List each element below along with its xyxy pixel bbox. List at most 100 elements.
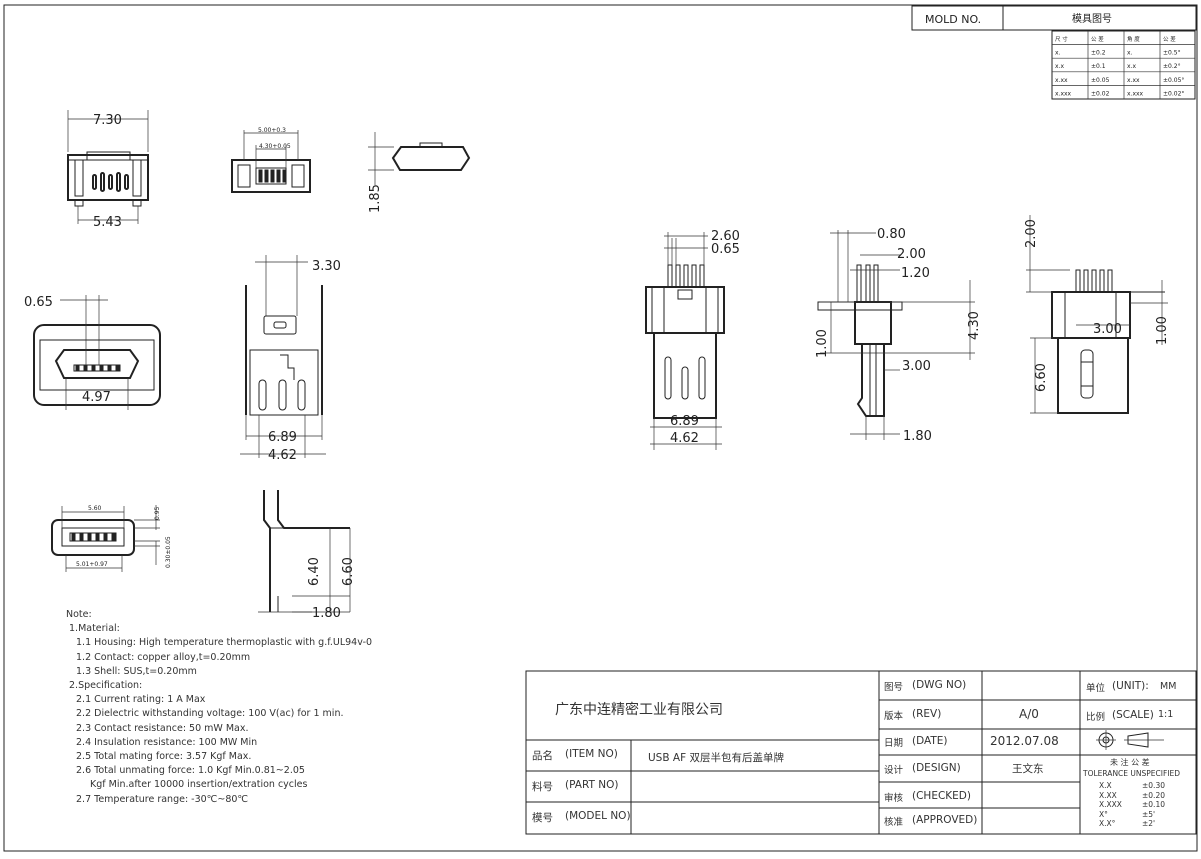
dim-4-30: 4.30 (967, 311, 982, 340)
rev-label-en: (REV) (912, 708, 942, 720)
dim-6-60-left: 6.60 (341, 557, 356, 586)
approved-label-cn: 核准 (884, 817, 904, 828)
dim-1-00-mid: 1.00 (815, 329, 830, 358)
note-line: 2.3 Contact resistance: 50 mW Max. (76, 722, 249, 734)
view-receptacle-front: 0.65 4.97 (24, 295, 161, 410)
note-line: 2.Specification: (69, 680, 143, 692)
dim-6-60-right: 6.60 (1034, 363, 1049, 392)
tolerance-cell: x.xx (1055, 77, 1068, 84)
tolerance-cell: 尺 寸 (1055, 35, 1068, 43)
dim-1-20: 1.20 (901, 266, 930, 281)
tolerance-cell: ±0.2 (1091, 50, 1106, 57)
dim-6-40: 6.40 (307, 557, 322, 586)
dim-0-65-mid: 0.65 (711, 242, 740, 257)
note-line: 2.7 Temperature range: -30℃~80℃ (76, 793, 249, 805)
dim-6-89-mid: 6.89 (670, 414, 699, 429)
design-label-cn: 设计 (884, 765, 904, 776)
dim-7-30: 7.30 (93, 113, 122, 128)
view-plug-middle: 2.60 0.65 6.89 4.62 (645, 229, 740, 450)
note-line: 1.1 Housing: High temperature thermoplas… (76, 637, 373, 649)
projection-cone-icon (1127, 732, 1149, 748)
design-label-en: (DESIGN) (912, 762, 961, 774)
dim-5-43: 5.43 (93, 215, 122, 230)
tolerance-cell: ±0.02 (1091, 90, 1110, 97)
note-line: 1.Material: (69, 623, 120, 635)
view-plug-body: 3.30 6.89 4.62 (240, 255, 341, 463)
tolerance-key: X.X (1099, 781, 1112, 790)
scale-label-en: (SCALE) (1112, 709, 1154, 721)
model-no-label-cn: 模号 (532, 812, 553, 824)
dim-small-top1: 5.00+0.3 (258, 127, 286, 134)
rev-label-cn: 版本 (884, 711, 904, 722)
title-block (525, 670, 1197, 835)
item-no-value: USB AF 双层半包有后盖单牌 (648, 752, 784, 764)
tolerance-cell: ±0.05° (1163, 77, 1184, 84)
dim-1-00-right: 1.00 (1155, 316, 1170, 345)
item-no-label-en: (ITEM NO) (565, 748, 618, 760)
tolerance-key: X.X° (1099, 819, 1116, 829)
unit-label-cn: 单位 (1086, 683, 1106, 694)
unit-label-en: (UNIT): (1112, 680, 1149, 692)
dim-0-80: 0.80 (877, 227, 906, 242)
dim-4-62-left: 4.62 (268, 448, 297, 463)
dim-small-top2: 4.30+0.05 (259, 143, 291, 150)
scale-label-cn: 比例 (1086, 712, 1106, 723)
dim-4-62-mid: 4.62 (670, 431, 699, 446)
view-receptacle-small: 5.60 5.01+0.97 0.95 0.30±0.05 (51, 505, 172, 572)
dim-3-00-mid: 3.00 (902, 359, 931, 374)
dim-small-5-60: 5.60 (88, 505, 102, 512)
dim-small-0-95: 0.95 (154, 506, 161, 520)
approved-label-en: (APPROVED) (912, 814, 978, 826)
tolerance-cell: 公 差 (1163, 35, 1176, 43)
view-plug-front: 7.30 5.43 (67, 110, 149, 230)
view-plug-side: 0.80 2.00 1.20 3.00 1.80 4.30 1.00 (815, 227, 982, 444)
company-name: 广东中连精密工业有限公司 (555, 702, 723, 718)
tolerance-title-en: TOLERANCE UNSPECIFIED (1083, 769, 1181, 778)
dim-0-65-left: 0.65 (24, 295, 53, 310)
mold-no-value: 模具图号 (1072, 13, 1112, 25)
dim-3-00-right: 3.00 (1093, 322, 1122, 337)
note-line: 2.4 Insulation resistance: 100 MW Min (76, 736, 258, 748)
checked-label-cn: 审核 (884, 793, 904, 804)
mold-no-label: MOLD NO. (925, 13, 981, 26)
tolerance-cell: ±0.02° (1163, 90, 1184, 97)
tolerance-key: X.XXX (1099, 800, 1122, 810)
tolerance-cell: x. (1055, 50, 1061, 57)
tolerance-cell: x.xxx (1055, 90, 1072, 97)
tolerance-cell: x.x (1055, 63, 1064, 70)
tolerance-value: ±0.10 (1142, 800, 1165, 810)
part-no-label-en: (PART NO) (565, 779, 619, 791)
dim-2-00-mid: 2.00 (897, 247, 926, 262)
dim-2-60: 2.60 (711, 229, 740, 244)
part-no-label-cn: 料号 (532, 781, 553, 793)
dim-3-30: 3.30 (312, 259, 341, 274)
mold-no-box: MOLD NO. 模具图号 (911, 5, 1197, 31)
dwg-no-label-cn: 图号 (884, 682, 904, 693)
tolerance-cell: x.x (1127, 63, 1136, 70)
design-value: 王文东 (1012, 763, 1044, 775)
notes-block: Note: 1.Material: 1.1 Housing: High temp… (66, 608, 372, 807)
note-line: Kgf Min.after 10000 insertion/extration … (90, 779, 308, 791)
note-line: 2.1 Current rating: 1 A Max (76, 694, 206, 706)
tolerance-cell: ±0.1 (1091, 63, 1106, 70)
rev-value: A/0 (1019, 707, 1039, 721)
checked-label-en: (CHECKED) (912, 790, 971, 802)
note-line: 2.2 Dielectric withstanding voltage: 100… (76, 708, 344, 720)
tolerance-title-cn: 未 注 公 差 (1110, 758, 1150, 767)
tolerance-cell: ±0.05 (1091, 77, 1110, 84)
unit-value: MM (1160, 681, 1177, 692)
view-plug-right: 2.00 6.60 3.00 1.00 (1024, 215, 1170, 414)
note-line: 1.3 Shell: SUS,t=0.20mm (76, 665, 197, 677)
tolerance-value: ±2' (1142, 819, 1156, 829)
dim-1-80-mid: 1.80 (903, 429, 932, 444)
model-no-label-en: (MODEL NO) (565, 810, 631, 822)
date-label-en: (DATE) (912, 735, 948, 747)
dim-4-97: 4.97 (82, 390, 111, 405)
sheet-border (3, 4, 1198, 852)
tolerance-cell: x.xx (1127, 77, 1140, 84)
tolerance-cell: x. (1127, 50, 1133, 57)
dim-small-combo: 5.01+0.97 (76, 561, 108, 568)
tolerance-cell: ±0.2° (1163, 63, 1181, 70)
